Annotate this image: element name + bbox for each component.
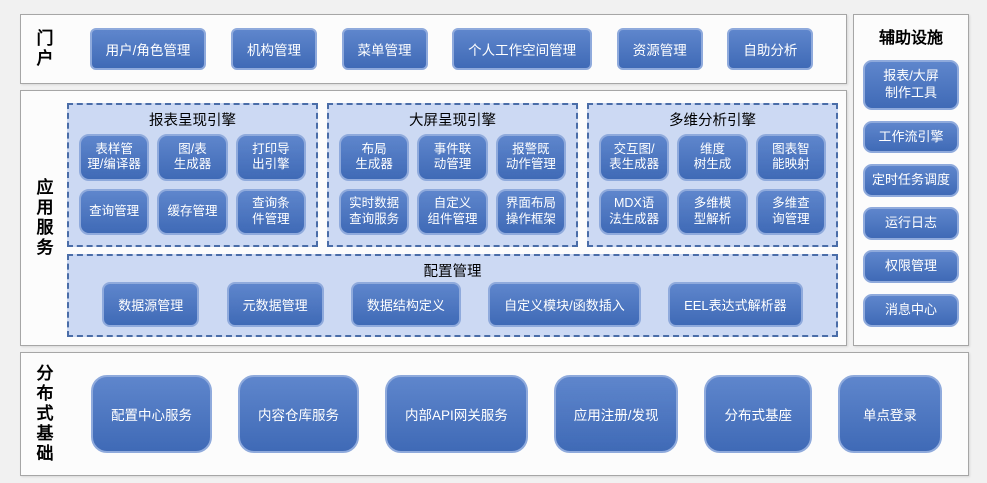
engine-button[interactable]: 多维查询管理 [755, 188, 826, 235]
portal-button[interactable]: 用户/角色管理 [89, 28, 207, 70]
portal-button[interactable]: 菜单管理 [341, 28, 428, 70]
engine-button[interactable]: 维度树生成 [677, 134, 748, 181]
report-engine-buttons: 表样管理/编译器图/表生成器打印导出引擎查询管理缓存管理查询条件管理 [69, 131, 316, 245]
bigscreen-engine-panel: 大屏呈现引擎 布局生成器事件联动管理报警既动作管理实时数据查询服务自定义组件管理… [327, 103, 578, 247]
engine-button[interactable]: 自定义组件管理 [417, 188, 488, 235]
auxiliary-button[interactable]: 权限管理 [863, 250, 959, 284]
olap-engine-buttons: 交互图/表生成器维度树生成图表智能映射 MDX语法生成器多维模型解析多维查询管理 [589, 131, 836, 245]
engine-button[interactable]: 图/表生成器 [157, 134, 228, 181]
distributed-button[interactable]: 单点登录 [837, 375, 942, 453]
distributed-button[interactable]: 分布式基座 [704, 375, 812, 453]
app-services-section: 应用服务 报表呈现引擎 表样管理/编译器图/表生成器打印导出引擎查询管理缓存管理… [20, 90, 847, 346]
portal-buttons: 用户/角色管理机构管理菜单管理个人工作空间管理资源管理自助分析 [65, 28, 846, 70]
engines-row: 报表呈现引擎 表样管理/编译器图/表生成器打印导出引擎查询管理缓存管理查询条件管… [67, 103, 838, 247]
config-button[interactable]: 元数据管理 [226, 282, 324, 327]
auxiliary-button[interactable]: 工作流引擎 [863, 120, 959, 154]
distributed-button[interactable]: 内部API网关服务 [384, 375, 528, 453]
engine-button[interactable]: MDX语法生成器 [599, 188, 670, 235]
engine-button[interactable]: 实时数据查询服务 [339, 188, 410, 235]
auxiliary-button[interactable]: 运行日志 [863, 207, 959, 241]
engine-button[interactable]: 交互图/表生成器 [599, 134, 670, 181]
portal-label-text: 门户 [33, 29, 53, 69]
engine-button[interactable]: 报警既动作管理 [495, 134, 566, 181]
auxiliary-facilities-buttons: 报表/大屏制作工具工作流引擎定时任务调度运行日志权限管理消息中心 [854, 48, 968, 345]
engine-button[interactable]: 布局生成器 [339, 134, 410, 181]
engine-button[interactable]: 图表智能映射 [755, 134, 826, 181]
bigscreen-engine-buttons: 布局生成器事件联动管理报警既动作管理实时数据查询服务自定义组件管理界面布局操作框… [329, 131, 576, 245]
engine-button[interactable]: 查询条件管理 [235, 188, 306, 235]
report-engine-title: 报表呈现引擎 [149, 113, 236, 129]
portal-button[interactable]: 自助分析 [727, 28, 814, 70]
engine-button[interactable]: 查询管理 [79, 188, 150, 235]
app-services-label-text: 应用服务 [33, 178, 53, 258]
distributed-foundation-section: 分布式基础 配置中心服务内容仓库服务内部API网关服务应用注册/发现分布式基座单… [20, 352, 969, 476]
app-services-content: 报表呈现引擎 表样管理/编译器图/表生成器打印导出引擎查询管理缓存管理查询条件管… [65, 91, 846, 345]
config-management-panel: 配置管理 数据源管理元数据管理数据结构定义自定义模块/函数插入 EEL表达式解析器 [67, 254, 838, 337]
auxiliary-facilities-panel: 辅助设施 报表/大屏制作工具工作流引擎定时任务调度运行日志权限管理消息中心 [853, 14, 969, 346]
portal-button[interactable]: 个人工作空间管理 [452, 28, 593, 70]
engine-button[interactable]: 缓存管理 [157, 188, 228, 235]
portal-section: 门户 用户/角色管理机构管理菜单管理个人工作空间管理资源管理自助分析 [20, 14, 847, 84]
olap-engine-panel: 多维分析引擎 交互图/表生成器维度树生成图表智能映射 MDX语法生成器多维模型解析… [587, 103, 838, 247]
distributed-button[interactable]: 内容仓库服务 [237, 375, 359, 453]
bigscreen-engine-title: 大屏呈现引擎 [409, 113, 496, 129]
auxiliary-button[interactable]: 定时任务调度 [863, 163, 959, 197]
auxiliary-button[interactable]: 报表/大屏制作工具 [863, 60, 959, 111]
olap-engine-title: 多维分析引擎 [669, 113, 756, 129]
engine-button[interactable]: 界面布局操作框架 [495, 188, 566, 235]
engine-button[interactable]: 打印导出引擎 [235, 134, 306, 181]
report-engine-panel: 报表呈现引擎 表样管理/编译器图/表生成器打印导出引擎查询管理缓存管理查询条件管… [67, 103, 318, 247]
config-management-title: 配置管理 [423, 264, 482, 280]
distributed-button[interactable]: 配置中心服务 [90, 375, 212, 453]
config-button[interactable]: 数据源管理 [102, 282, 200, 327]
config-button[interactable]: EEL表达式解析器 [668, 282, 803, 327]
distributed-button[interactable]: 应用注册/发现 [553, 375, 679, 453]
config-button[interactable]: 自定义模块/函数插入 [488, 282, 641, 327]
engine-button[interactable]: 表样管理/编译器 [79, 134, 150, 181]
config-management-buttons: 数据源管理元数据管理数据结构定义自定义模块/函数插入 EEL表达式解析器 [69, 282, 836, 335]
auxiliary-facilities-title: 辅助设施 [878, 30, 943, 47]
distributed-foundation-label: 分布式基础 [21, 353, 65, 475]
app-services-label: 应用服务 [21, 91, 65, 345]
auxiliary-button[interactable]: 消息中心 [863, 293, 959, 327]
portal-label: 门户 [21, 15, 65, 83]
portal-button[interactable]: 机构管理 [230, 28, 317, 70]
config-button[interactable]: 数据结构定义 [350, 282, 461, 327]
portal-button[interactable]: 资源管理 [616, 28, 703, 70]
distributed-foundation-buttons: 配置中心服务内容仓库服务内部API网关服务应用注册/发现分布式基座单点登录 [65, 375, 968, 453]
distributed-foundation-label-text: 分布式基础 [33, 364, 53, 464]
engine-button[interactable]: 事件联动管理 [417, 134, 488, 181]
engine-button[interactable]: 多维模型解析 [677, 188, 748, 235]
